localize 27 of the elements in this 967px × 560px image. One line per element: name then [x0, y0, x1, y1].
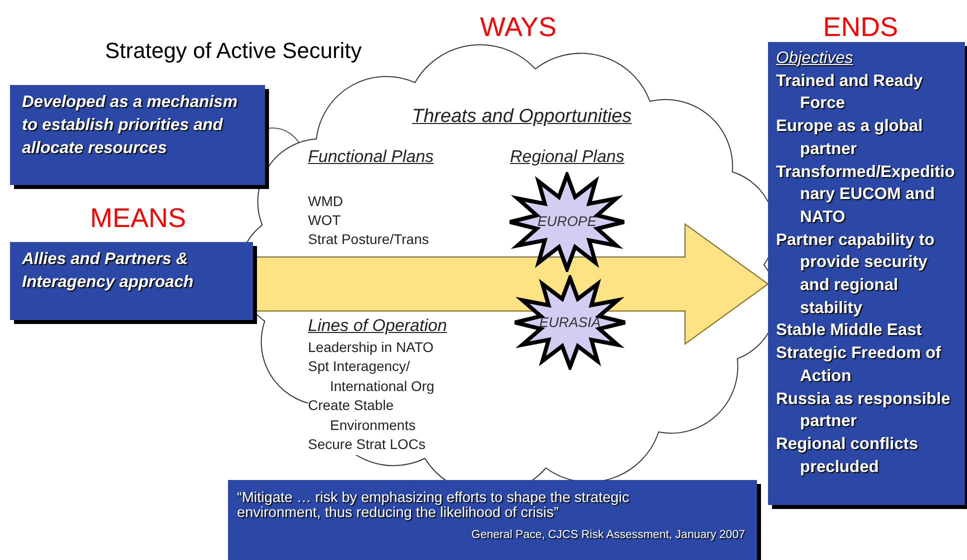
attribution: General Pace, CJCS Risk Assessment, January 2007 [471, 529, 745, 541]
objectives-panel [768, 42, 965, 505]
quote-text: “Mitigate … risk by emphasizing efforts to shape the strategic environment, thus reducing the likelihood of crisis” [237, 491, 630, 521]
section-heading: Functional Plans [308, 147, 434, 166]
region-label: EURASIA [538, 314, 602, 330]
list-item: Strategic Freedom of Action [776, 343, 942, 387]
list-item: Europe as a global partner [776, 116, 924, 160]
list-item: Transformed/Expeditionary EUCOM and NATO [776, 162, 956, 228]
region-label: EUROPE [536, 213, 598, 229]
note-box [10, 242, 253, 320]
note-box [10, 85, 265, 185]
quote-box [228, 480, 757, 560]
list-item: Partner capability to provide security and regional stability [776, 230, 936, 319]
section-heading: Threats and Opportunities [412, 107, 632, 126]
section-heading: Lines of Operation [308, 316, 447, 336]
list-item: Stable Middle East [776, 320, 923, 342]
section-heading: MEANS [90, 203, 186, 234]
list-item: Trained and Ready Force [776, 70, 924, 114]
section-heading: ENDS [823, 12, 898, 43]
box-text: Allies and Partners & Interagency approach [22, 249, 194, 293]
list-item: Russia as responsible partner [776, 388, 952, 432]
section-heading: WAYS [480, 12, 557, 43]
list-item: Regional conflicts precluded [776, 434, 920, 478]
section-heading: Regional Plans [510, 147, 624, 166]
box-text: Developed as a mechanism to establish priorities and allocate resources [22, 92, 239, 159]
title: Strategy of Active Security [105, 38, 362, 64]
list-heading: Objectives [776, 48, 854, 69]
